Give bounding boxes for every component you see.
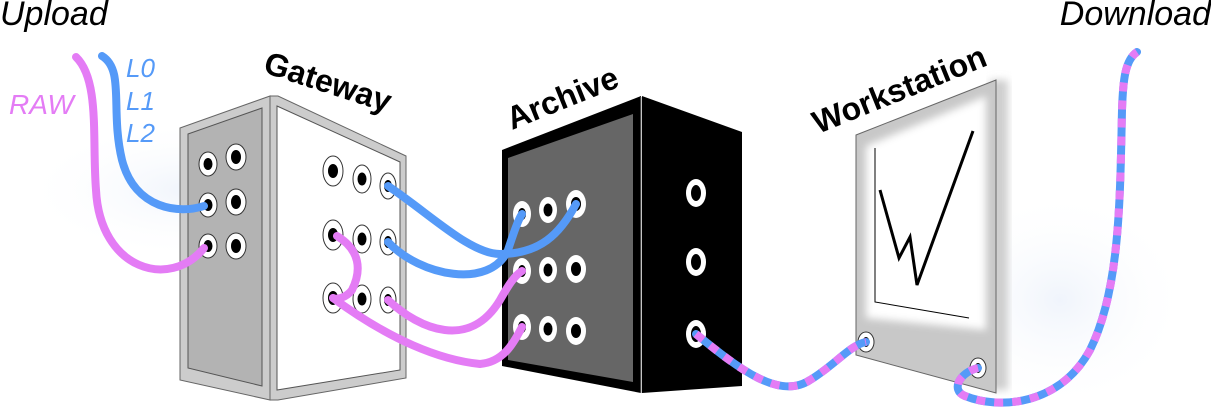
screen-chart-line — [878, 130, 975, 286]
workstation-monitor — [855, 79, 1008, 394]
download-label: Download — [1060, 0, 1211, 33]
gateway-side-ports — [198, 143, 247, 260]
level-label-l1: L1 — [126, 86, 155, 116]
archive-front-panel — [508, 114, 633, 382]
cables — [72, 48, 1141, 407]
workstation-screen — [866, 96, 986, 330]
cable-mixed-stripes — [953, 48, 1140, 407]
archive-server — [502, 96, 742, 393]
raw-label: RAW — [9, 89, 76, 120]
level-label-l0: L0 — [126, 53, 155, 83]
screen-chart-axes — [874, 148, 970, 319]
cable-level-upload — [98, 52, 208, 214]
cable-level-gateway-archive — [384, 182, 580, 259]
level-label-l2: L2 — [126, 118, 155, 148]
gateway-server — [179, 95, 407, 401]
upload-label: Upload — [0, 0, 109, 33]
gateway-side-panel — [187, 107, 263, 387]
cable-level-gateway-archive — [384, 210, 526, 279]
cable-raw-gateway-archive — [329, 294, 526, 369]
cable-raw-upload — [72, 53, 208, 274]
archive-side-panel — [642, 96, 742, 393]
cable-raw-gateway-archive — [384, 267, 526, 335]
cable-mixed-stripes — [693, 330, 868, 391]
